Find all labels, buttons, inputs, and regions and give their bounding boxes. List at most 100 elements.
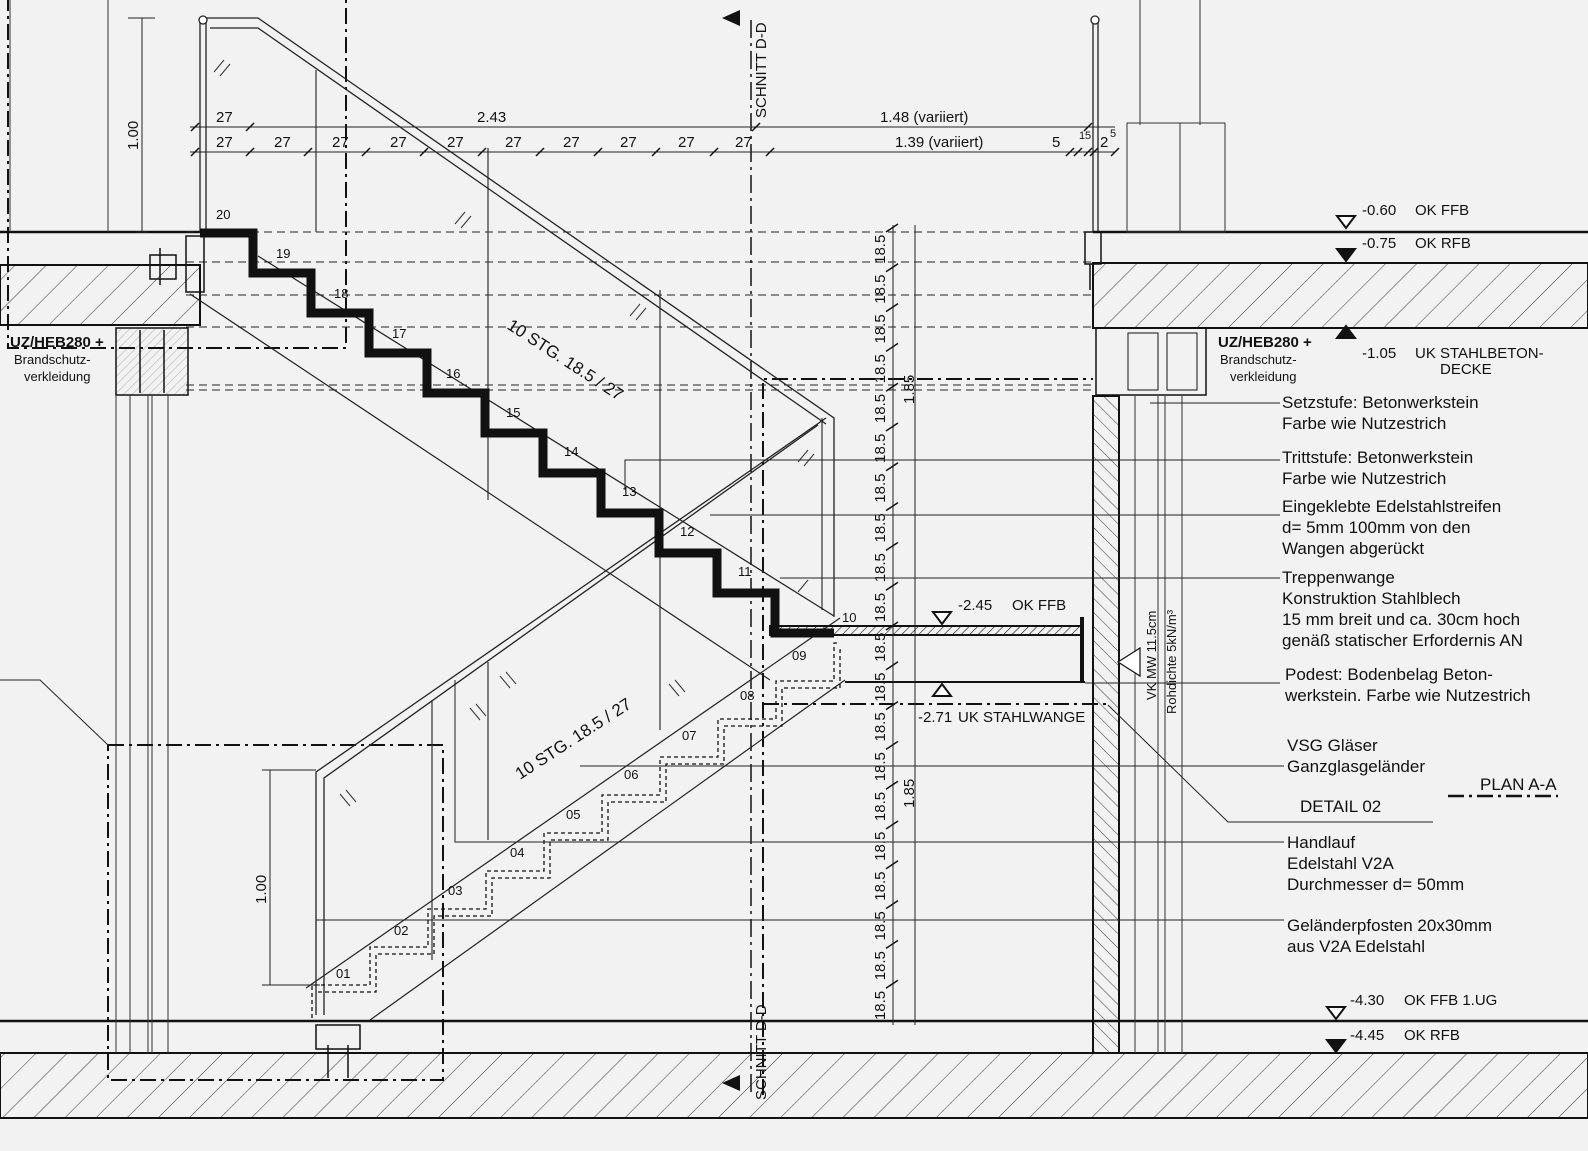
- flight-height-upper: 1.85: [901, 375, 918, 404]
- annotation-line: VSG Gläser: [1287, 736, 1378, 755]
- riser-dim: 18.5: [872, 434, 889, 463]
- riser-tick: [885, 979, 899, 989]
- step-number-18: 18: [334, 286, 348, 301]
- dim-top-148: 1.48 (variiert): [880, 109, 968, 126]
- riser-tick: [885, 700, 899, 711]
- lower-flight: [311, 642, 842, 1018]
- section-mark-bottom: SCHNITT D-D: [753, 1004, 770, 1100]
- annotation-line: 15 mm breit und ca. 30cm hoch: [1282, 610, 1520, 629]
- dim-tick: [1065, 147, 1075, 157]
- step-number-14: 14: [564, 444, 578, 459]
- step-number-08: 08: [740, 688, 754, 703]
- step-number-19: 19: [276, 246, 290, 261]
- dim-1: 1: [1079, 130, 1085, 142]
- step-number-04: 04: [510, 845, 524, 860]
- level-075-value: -0.75: [1362, 235, 1396, 252]
- riser-tick: [885, 740, 899, 751]
- riser-tick: [885, 342, 899, 353]
- riser-dim: 18.5: [872, 832, 889, 861]
- riser-dim: 18.5: [872, 394, 889, 423]
- riser-tick: [885, 422, 899, 432]
- step-number-20: 20: [216, 207, 230, 222]
- detail-frames: [7, 0, 1558, 1095]
- svg-text:UZ/HEB280 +: UZ/HEB280 +: [1218, 334, 1312, 351]
- glass-marks: [213, 59, 815, 807]
- tread-dim: 27: [735, 134, 752, 151]
- step-number-06: 06: [624, 767, 638, 782]
- riser-dim: 18.5: [872, 354, 889, 383]
- step-number-15: 15: [506, 405, 520, 420]
- dim-tick: [709, 147, 719, 157]
- level-245-label: OK FFB: [1012, 597, 1066, 614]
- dim-5b: 5: [1085, 130, 1091, 142]
- flight-label-lower: 10 STG. 18.5 / 27: [512, 694, 635, 783]
- upper-flight: [200, 228, 834, 638]
- step-number-16: 16: [446, 366, 460, 381]
- upper-frame-lines: [9, 0, 1226, 233]
- tread-dim: 27: [390, 134, 407, 151]
- dim-tick: [1083, 147, 1093, 157]
- riser-dim: 18.5: [872, 792, 889, 821]
- riser-dim: 18.5: [872, 274, 889, 303]
- step-number-10: 10: [842, 610, 856, 625]
- annotation-line: Wangen abgerückt: [1282, 539, 1424, 558]
- tread-dim: 27: [332, 134, 349, 151]
- step-number-02: 02: [394, 923, 408, 938]
- annotation-line: Eingeklebte Edelstahlstreifen: [1282, 497, 1501, 516]
- upper-anchor: [149, 231, 1102, 293]
- level-271-value: -2.71: [918, 709, 952, 726]
- riser-dim: 18.5: [872, 235, 889, 264]
- riser-dim: 18.5: [872, 513, 889, 542]
- level-105-label: UK STAHLBETON-: [1415, 345, 1544, 362]
- dim-tick: [245, 147, 255, 157]
- annotation-line: Farbe wie Nutzestrich: [1282, 414, 1446, 433]
- dim-tick: [1110, 147, 1120, 157]
- dim-tick: [593, 147, 603, 157]
- level-105-value: -1.05: [1362, 345, 1396, 362]
- tread-dim: 27: [620, 134, 637, 151]
- step-number-05: 05: [566, 807, 580, 822]
- riser-dim: 18.5: [872, 553, 889, 582]
- base-anchor: [315, 1024, 361, 1078]
- riser-tick: [885, 382, 899, 392]
- riser-dim: 18.5: [872, 672, 889, 701]
- svg-text:Brandschutz-: Brandschutz-: [1220, 352, 1297, 367]
- riser-dim: 18.5: [872, 991, 889, 1020]
- level-430-value: -4.30: [1350, 992, 1384, 1009]
- wall-marker: [1116, 646, 1141, 678]
- step-number-11: 11: [738, 564, 752, 579]
- dim-tick: [477, 147, 487, 157]
- beam-label-right: UZ/HEB280 + Brandschutz- verkleidung: [1218, 334, 1312, 384]
- level-105-label2: DECKE: [1440, 361, 1492, 378]
- rail-height-top: 1.00: [125, 121, 142, 150]
- riser-tick: [885, 501, 899, 512]
- riser-tick: [885, 541, 899, 552]
- level-245-value: -2.45: [958, 597, 992, 614]
- dim-tick: [245, 122, 255, 132]
- riser-tick: [885, 899, 899, 910]
- left-column-lines: [115, 395, 169, 1053]
- step-number-13: 13: [622, 484, 636, 499]
- wall-label-density: Rohdichte 5kN/m³: [1164, 609, 1179, 714]
- riser-dim: 18.5: [872, 593, 889, 622]
- tread-dim: 27: [563, 134, 580, 151]
- riser-dim: 18.5: [872, 752, 889, 781]
- annotation-line: Geländerpfosten 20x30mm: [1287, 916, 1492, 935]
- tread-dim: 27: [447, 134, 464, 151]
- riser-dim: 18.5: [872, 871, 889, 900]
- annotation-line: werkstein. Farbe wie Nutzestrich: [1284, 686, 1531, 705]
- dim-tick: [1089, 147, 1099, 157]
- level-060-value: -0.60: [1362, 202, 1396, 219]
- dim-tick: [535, 147, 545, 157]
- tread-dim: 27: [505, 134, 522, 151]
- step-number-07: 07: [682, 728, 696, 743]
- riser-dim: 18.5: [872, 911, 889, 940]
- riser-dim: 18.5: [872, 712, 889, 741]
- svg-text:verkleidung: verkleidung: [1230, 369, 1297, 384]
- riser-tick: [885, 820, 899, 830]
- step-number-01: 01: [336, 966, 350, 981]
- riser-dim: 18.5: [872, 314, 889, 343]
